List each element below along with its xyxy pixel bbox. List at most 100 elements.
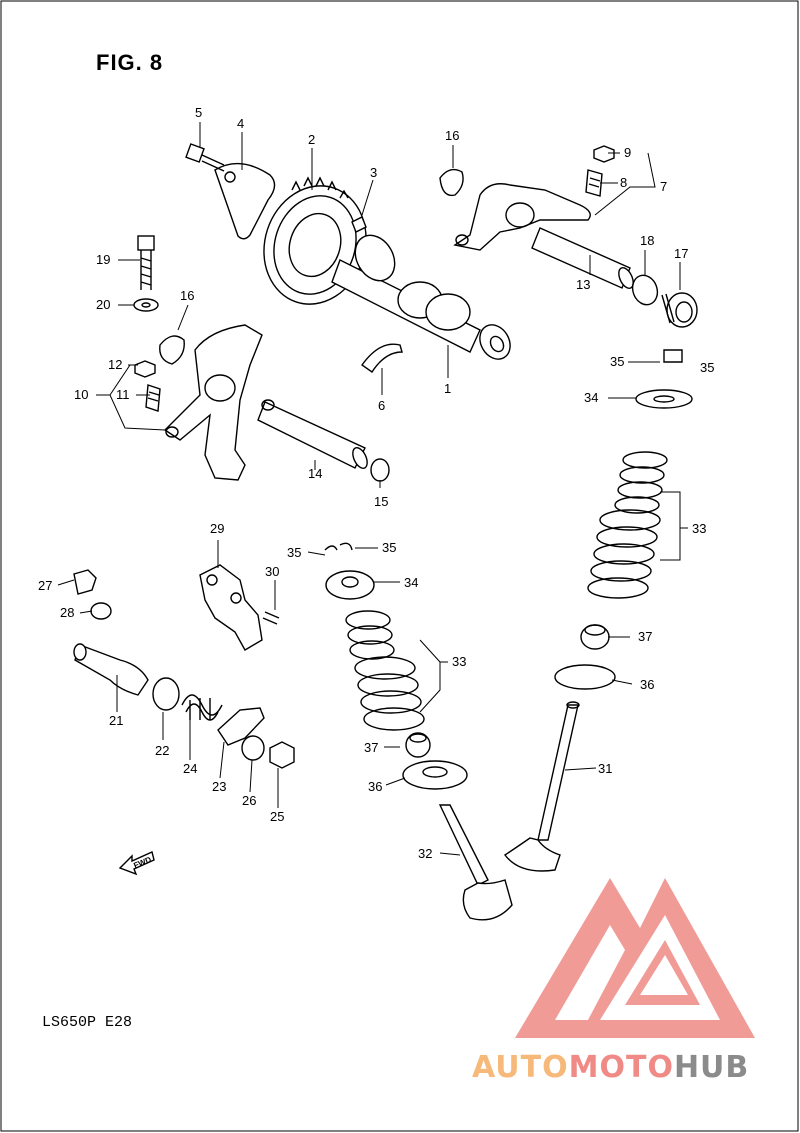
valve-spring-33 bbox=[587, 451, 668, 599]
callout-22: 22 bbox=[155, 743, 169, 758]
cotter-35b bbox=[324, 542, 353, 551]
bolt-5 bbox=[185, 143, 225, 172]
plate-hole bbox=[224, 171, 236, 183]
callout-36-center: 36 bbox=[368, 779, 382, 794]
callout-16-top: 16 bbox=[445, 128, 459, 143]
callout-20: 20 bbox=[96, 297, 110, 312]
valve-spring-33b bbox=[345, 610, 425, 731]
callout-4: 4 bbox=[237, 116, 244, 131]
adjust-nut-12 bbox=[134, 360, 156, 378]
callout-13: 13 bbox=[576, 277, 590, 292]
callout-3: 3 bbox=[370, 165, 377, 180]
automotohub-logo bbox=[515, 878, 755, 1038]
rocker-shaft-14 bbox=[257, 399, 368, 469]
callout-6: 6 bbox=[378, 398, 385, 413]
o-ring-18 bbox=[631, 274, 659, 306]
nut-25 bbox=[269, 741, 295, 769]
callout-5: 5 bbox=[195, 105, 202, 120]
callout-12: 12 bbox=[108, 357, 122, 372]
callout-37-center: 37 bbox=[364, 740, 378, 755]
bolt-19 bbox=[137, 235, 155, 290]
valve-seal-37 bbox=[580, 624, 610, 650]
callout-29: 29 bbox=[210, 521, 224, 536]
callout-1: 1 bbox=[444, 381, 451, 396]
callout-27: 27 bbox=[38, 578, 52, 593]
callouts: 5 4 2 3 16 9 8 7 18 17 13 1 6 19 20 16 1… bbox=[38, 105, 714, 861]
callout-25: 25 bbox=[270, 809, 284, 824]
leader-lines bbox=[57, 122, 688, 856]
callout-32: 32 bbox=[418, 846, 432, 861]
adjust-screw-11 bbox=[145, 384, 161, 412]
dowel-pin bbox=[351, 216, 367, 233]
callout-35-center-a: 35 bbox=[287, 545, 301, 560]
forward-arrow-icon: FWD bbox=[118, 851, 155, 876]
camshaft bbox=[331, 234, 511, 360]
callout-28: 28 bbox=[60, 605, 74, 620]
washer-28 bbox=[90, 602, 112, 620]
callout-35-right-b: 35 bbox=[700, 360, 714, 375]
brand-moto: MOTO bbox=[568, 1050, 674, 1085]
svg-text:FWD: FWD bbox=[132, 855, 152, 870]
washer-20 bbox=[133, 298, 159, 312]
callout-21: 21 bbox=[109, 713, 123, 728]
oil-seal-22 bbox=[152, 677, 180, 711]
valve-31 bbox=[503, 701, 580, 872]
callout-35-center-b: 35 bbox=[382, 540, 396, 555]
rocker-arm-exhaust bbox=[453, 183, 591, 251]
model-code: LS650P E28 bbox=[42, 1014, 133, 1031]
callout-31: 31 bbox=[598, 761, 612, 776]
spring-seat-36b bbox=[402, 760, 468, 790]
decomp-shaft-21 bbox=[73, 643, 149, 696]
callout-10: 10 bbox=[74, 387, 88, 402]
figure-title: FIG. 8 bbox=[96, 50, 164, 75]
callout-9: 9 bbox=[624, 145, 631, 160]
valve-32 bbox=[438, 804, 513, 921]
gasket-16b bbox=[159, 335, 185, 365]
brand-hub: HUB bbox=[673, 1050, 750, 1085]
decomp-lever-29 bbox=[199, 564, 263, 651]
callout-34-center: 34 bbox=[404, 575, 418, 590]
callout-8: 8 bbox=[620, 175, 627, 190]
gasket-16 bbox=[439, 168, 464, 197]
rocker-arm-intake bbox=[163, 324, 263, 481]
callout-30: 30 bbox=[265, 564, 279, 579]
washer-26 bbox=[241, 735, 265, 761]
lever-23 bbox=[217, 707, 265, 746]
callout-15: 15 bbox=[374, 494, 388, 509]
cam-clip bbox=[361, 343, 403, 373]
callout-37-right: 37 bbox=[638, 629, 652, 644]
callout-24: 24 bbox=[183, 761, 197, 776]
bolt-27 bbox=[73, 569, 97, 595]
retainer-34b bbox=[325, 570, 375, 600]
brand-auto: AUTO bbox=[472, 1050, 569, 1085]
watermark-brand: AUTOMOTOHUB bbox=[472, 1050, 749, 1085]
callout-33-right: 33 bbox=[692, 521, 706, 536]
gear-plate bbox=[214, 162, 276, 240]
callout-2: 2 bbox=[308, 132, 315, 147]
spring-seat-36 bbox=[554, 664, 616, 690]
valve-seal-37b bbox=[405, 732, 431, 758]
callout-11: 11 bbox=[116, 387, 130, 402]
adjust-screw-8 bbox=[585, 169, 603, 197]
callout-33-center: 33 bbox=[452, 654, 466, 669]
callout-17: 17 bbox=[674, 246, 688, 261]
callout-26: 26 bbox=[242, 793, 256, 808]
callout-7: 7 bbox=[660, 179, 667, 194]
callout-16-left: 16 bbox=[180, 288, 194, 303]
callout-35-right-a: 35 bbox=[610, 354, 624, 369]
screw-30 bbox=[262, 611, 280, 625]
cotter-35 bbox=[663, 349, 683, 363]
callout-34-right: 34 bbox=[584, 390, 598, 405]
callout-18: 18 bbox=[640, 233, 654, 248]
callout-36-right: 36 bbox=[640, 677, 654, 692]
spring-24 bbox=[181, 694, 223, 721]
o-ring-15 bbox=[370, 458, 390, 482]
callout-19: 19 bbox=[96, 252, 110, 267]
adjust-nut-9 bbox=[593, 145, 615, 163]
cap-17 bbox=[661, 292, 698, 328]
retainer-34 bbox=[635, 389, 693, 409]
callout-23: 23 bbox=[212, 779, 226, 794]
callout-14: 14 bbox=[308, 466, 322, 481]
